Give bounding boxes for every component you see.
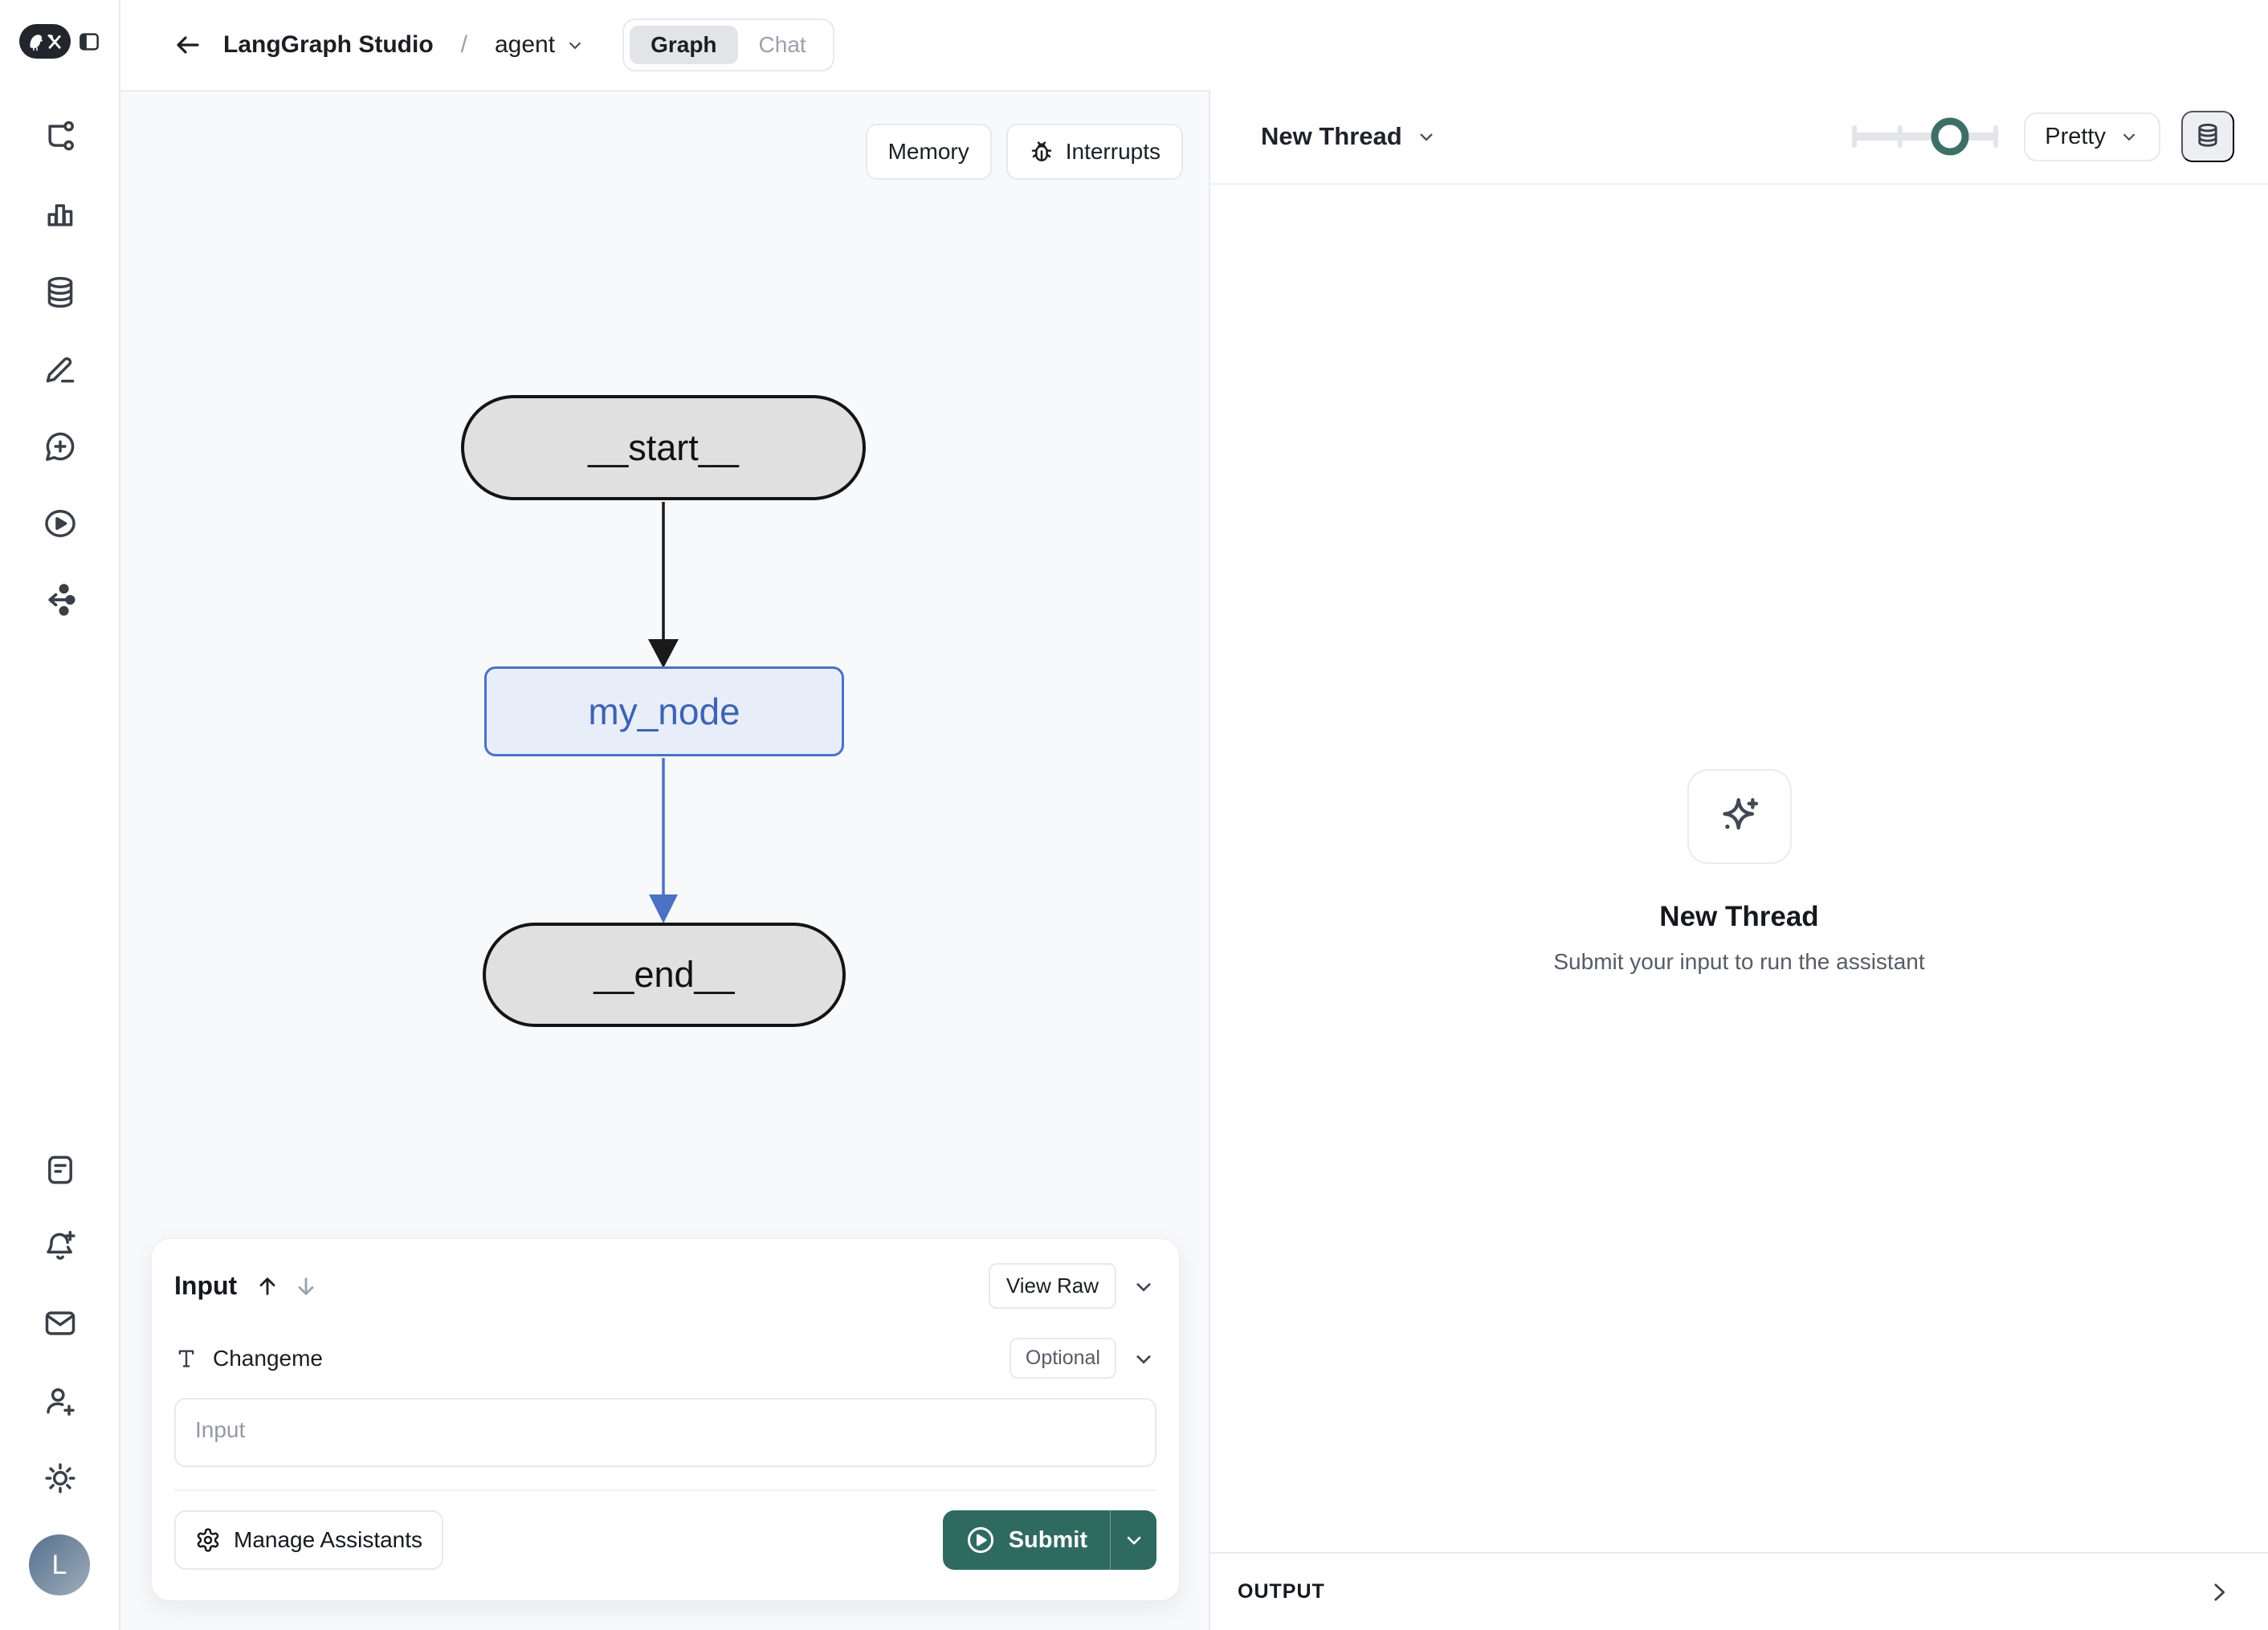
field-label: Changeme bbox=[213, 1345, 323, 1371]
agent-name: agent bbox=[495, 31, 556, 58]
slider-knob[interactable] bbox=[1931, 117, 1969, 156]
input-textarea[interactable] bbox=[174, 1398, 1156, 1467]
node-my-node-label: my_node bbox=[588, 691, 740, 732]
left-rail: L bbox=[0, 0, 120, 1630]
back-arrow-icon[interactable] bbox=[173, 31, 202, 59]
bar-chart-icon[interactable] bbox=[42, 197, 79, 234]
user-plus-icon[interactable] bbox=[42, 1383, 79, 1420]
memory-button[interactable]: Memory bbox=[865, 124, 992, 180]
user-avatar[interactable]: L bbox=[29, 1534, 90, 1595]
arrow-up-icon[interactable] bbox=[255, 1273, 280, 1299]
manage-assistants-label: Manage Assistants bbox=[234, 1527, 423, 1552]
tab-graph[interactable]: Graph bbox=[630, 26, 738, 64]
input-panel-footer: Manage Assistants Submit bbox=[174, 1489, 1156, 1570]
thread-panel: New Thread Pretty bbox=[1209, 90, 2268, 1630]
play-circle-icon[interactable] bbox=[42, 505, 79, 542]
submit-split-button: Submit bbox=[942, 1510, 1156, 1570]
slider-tick-mid bbox=[1898, 125, 1903, 148]
chevron-right-icon[interactable] bbox=[2205, 1579, 2233, 1606]
state-database-button[interactable] bbox=[2181, 111, 2234, 162]
notes-icon[interactable] bbox=[42, 1151, 79, 1188]
empty-state-subtitle: Submit your input to run the assistant bbox=[1553, 949, 1925, 974]
render-mode-value: Pretty bbox=[2045, 123, 2106, 149]
workflow-icon[interactable] bbox=[42, 119, 79, 156]
view-raw-button[interactable]: View Raw bbox=[988, 1263, 1116, 1309]
database-stack-icon bbox=[2198, 124, 2217, 147]
submit-button[interactable]: Submit bbox=[942, 1510, 1110, 1570]
slider-track[interactable] bbox=[1852, 132, 1999, 141]
new-chat-icon[interactable] bbox=[42, 428, 79, 465]
thread-empty-state: New Thread Submit your input to run the … bbox=[1553, 769, 1925, 975]
mail-icon[interactable] bbox=[42, 1305, 79, 1342]
node-end-label: __end__ bbox=[594, 954, 735, 995]
order-arrows bbox=[255, 1273, 319, 1299]
slider-tick-start bbox=[1852, 125, 1858, 148]
sun-icon[interactable] bbox=[42, 1460, 79, 1497]
graph-node-end[interactable]: __end__ bbox=[483, 923, 846, 1027]
langchain-logo[interactable] bbox=[19, 24, 71, 59]
manage-assistants-button[interactable]: Manage Assistants bbox=[174, 1510, 444, 1570]
render-mode-select[interactable]: Pretty bbox=[2024, 112, 2160, 161]
type-icon bbox=[174, 1347, 198, 1371]
collapse-input-chevron-icon[interactable] bbox=[1131, 1273, 1156, 1299]
avatar-initial: L bbox=[51, 1549, 67, 1580]
top-header: LangGraph Studio / agent Graph Chat bbox=[120, 0, 2268, 90]
tools-glyph bbox=[47, 34, 61, 49]
share-graph-icon[interactable] bbox=[42, 581, 79, 618]
input-panel-header: Input View Raw bbox=[174, 1263, 1156, 1309]
graph-node-start[interactable]: __start__ bbox=[461, 395, 866, 500]
sparkles-icon bbox=[1722, 798, 1758, 830]
graph-canvas[interactable]: Memory Interrupts __start__ my_node bbox=[120, 90, 1209, 1630]
bell-plus-icon[interactable] bbox=[42, 1228, 79, 1265]
graph-node-my-node[interactable]: my_node bbox=[484, 666, 844, 756]
app-title: LangGraph Studio bbox=[223, 31, 434, 58]
bug-icon bbox=[1029, 139, 1054, 165]
view-mode-tabs: Graph Chat bbox=[622, 18, 834, 71]
agent-selector[interactable]: agent bbox=[495, 31, 585, 59]
chevron-down-icon bbox=[2119, 126, 2140, 147]
play-circle-icon bbox=[965, 1525, 996, 1555]
changeme-field-row: Changeme Optional bbox=[174, 1338, 1156, 1379]
collapse-field-chevron-icon[interactable] bbox=[1131, 1346, 1156, 1371]
output-label: OUTPUT bbox=[1238, 1580, 1325, 1603]
parrot-glyph bbox=[30, 35, 43, 51]
chevron-down-icon bbox=[1415, 125, 1438, 148]
slider-tick-end bbox=[1993, 125, 1999, 148]
arrow-down-icon[interactable] bbox=[293, 1273, 319, 1299]
interrupts-button[interactable]: Interrupts bbox=[1006, 124, 1183, 180]
submit-options-caret[interactable] bbox=[1110, 1510, 1156, 1570]
breadcrumb-separator: / bbox=[460, 31, 467, 58]
thread-selector-label: New Thread bbox=[1261, 122, 1402, 150]
detail-level-slider[interactable] bbox=[1852, 111, 1999, 162]
canvas-toolbar: Memory Interrupts bbox=[865, 124, 1183, 180]
node-start-label: __start__ bbox=[588, 426, 739, 468]
interrupts-label: Interrupts bbox=[1065, 139, 1161, 164]
chevron-down-icon bbox=[565, 35, 585, 55]
edit-icon[interactable] bbox=[42, 350, 79, 387]
tab-chat[interactable]: Chat bbox=[758, 32, 806, 57]
empty-state-title: New Thread bbox=[1659, 901, 1819, 932]
sparkles-icon-card bbox=[1687, 769, 1792, 864]
database-icon[interactable] bbox=[42, 274, 79, 311]
thread-panel-header: New Thread Pretty bbox=[1210, 90, 2268, 185]
sidebar-toggle-icon[interactable] bbox=[77, 30, 101, 54]
output-section-header[interactable]: OUTPUT bbox=[1210, 1552, 2268, 1630]
optional-badge: Optional bbox=[1009, 1338, 1116, 1379]
memory-label: Memory bbox=[887, 139, 969, 164]
submit-label: Submit bbox=[1008, 1526, 1087, 1553]
thread-selector[interactable]: New Thread bbox=[1261, 122, 1438, 151]
gear-icon bbox=[195, 1527, 221, 1553]
input-panel-title: Input bbox=[174, 1271, 238, 1300]
input-panel: Input View Raw Changeme Optional bbox=[151, 1238, 1180, 1601]
